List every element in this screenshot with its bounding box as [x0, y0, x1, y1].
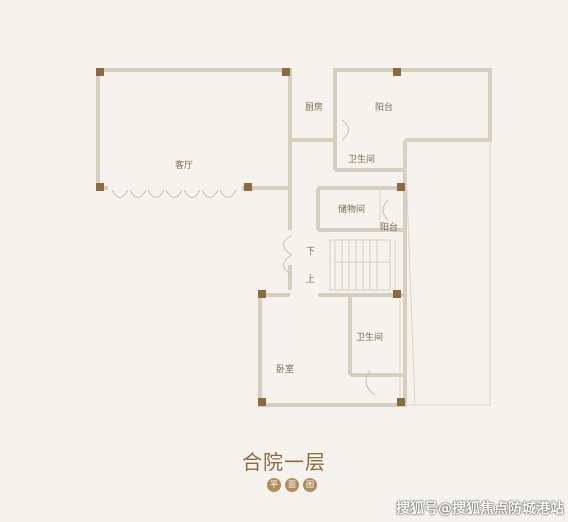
label-storage: 储物间 [338, 203, 365, 215]
plan-subtitle: 平 面 图 [263, 478, 321, 494]
door-arcs [111, 119, 389, 396]
thin-lines [261, 139, 491, 406]
subtitle-char-1: 平 [267, 478, 281, 492]
stair [329, 239, 391, 291]
floor-plan: 客厅 厨房 阳台 卫生间 储物间 阳台 下 上 卫生间 卧室 [96, 68, 492, 407]
subtitle-char-3: 图 [303, 478, 317, 492]
watermark: 搜狐号@搜狐焦点防城港站 [396, 501, 564, 517]
label-stair-up: 上 [306, 274, 315, 285]
label-stair-down: 下 [306, 247, 315, 257]
label-bedroom: 卧室 [276, 363, 294, 375]
label-balcony-top: 阳台 [375, 101, 393, 113]
label-living: 客厅 [175, 159, 193, 171]
pillars [96, 68, 405, 406]
label-bathroom-lower: 卫生间 [356, 331, 383, 343]
label-kitchen: 厨房 [305, 101, 323, 113]
plan-title: 合院一层 [242, 450, 326, 474]
label-balcony-small: 阳台 [380, 221, 398, 233]
subtitle-char-2: 面 [285, 478, 299, 492]
label-bathroom-upper: 卫生间 [348, 153, 375, 165]
walls [96, 68, 492, 407]
